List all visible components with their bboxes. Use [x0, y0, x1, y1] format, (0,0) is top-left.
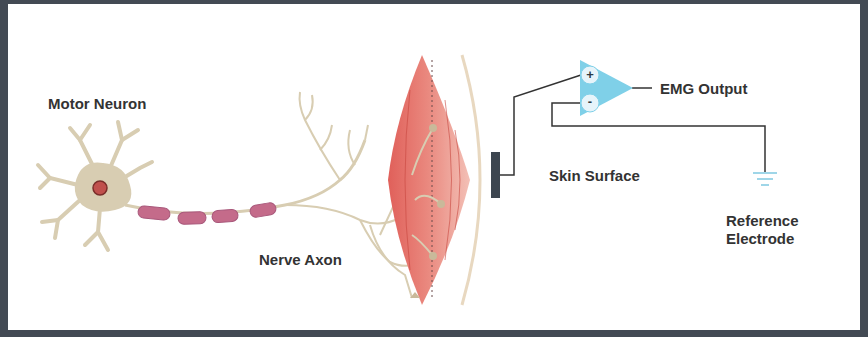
end-plates — [429, 124, 445, 260]
axon-label: Nerve Axon — [259, 251, 342, 269]
electrode-label: Reference Electrode — [726, 212, 816, 248]
nerve-terminals — [412, 128, 441, 256]
neuron-label: Motor Neuron — [48, 95, 146, 113]
ground-symbol — [753, 173, 777, 185]
dendrites — [38, 122, 152, 250]
terminal — [410, 292, 420, 298]
skin-label: Skin Surface — [549, 167, 640, 185]
axon — [125, 140, 365, 214]
plus-input — [581, 66, 599, 84]
minus-sign: - — [583, 95, 597, 109]
op-amp — [580, 60, 633, 116]
minus-input — [581, 94, 599, 112]
wires — [500, 75, 765, 175]
plus-sign: + — [583, 68, 597, 82]
surface-electrode — [491, 152, 500, 198]
neuron-soma — [75, 163, 132, 212]
muscle-axis — [432, 60, 433, 300]
skin-line — [462, 55, 480, 305]
output-label: EMG Output — [660, 80, 747, 98]
myelin-sheath — [137, 202, 276, 225]
muscle — [388, 55, 470, 305]
nucleus — [93, 181, 107, 195]
